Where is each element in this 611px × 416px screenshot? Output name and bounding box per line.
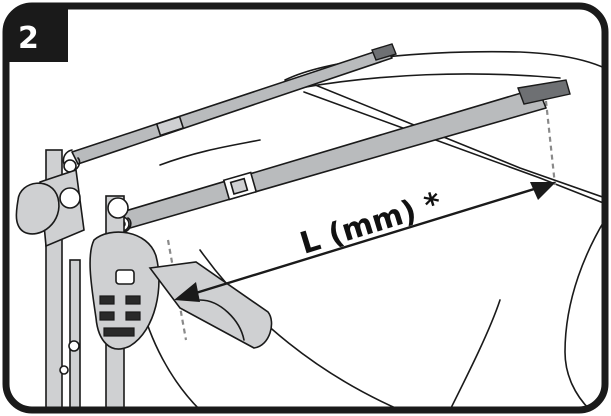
step-number: 2	[18, 21, 39, 56]
illustration-content: L (mm) *	[15, 43, 605, 410]
arrow-head-right-icon	[530, 182, 556, 200]
step-badge: 2	[6, 6, 68, 62]
arrow-head-left-icon	[174, 282, 200, 302]
measurement-arrow[interactable]	[174, 182, 556, 302]
bike-rack	[15, 149, 273, 410]
guide-line-left	[166, 239, 188, 341]
guide-line-right	[543, 91, 557, 186]
upper-strap	[62, 43, 397, 173]
lower-strap	[111, 79, 571, 233]
strap-buckle	[222, 171, 258, 201]
panel-background	[6, 6, 605, 410]
car-outline	[139, 50, 605, 410]
